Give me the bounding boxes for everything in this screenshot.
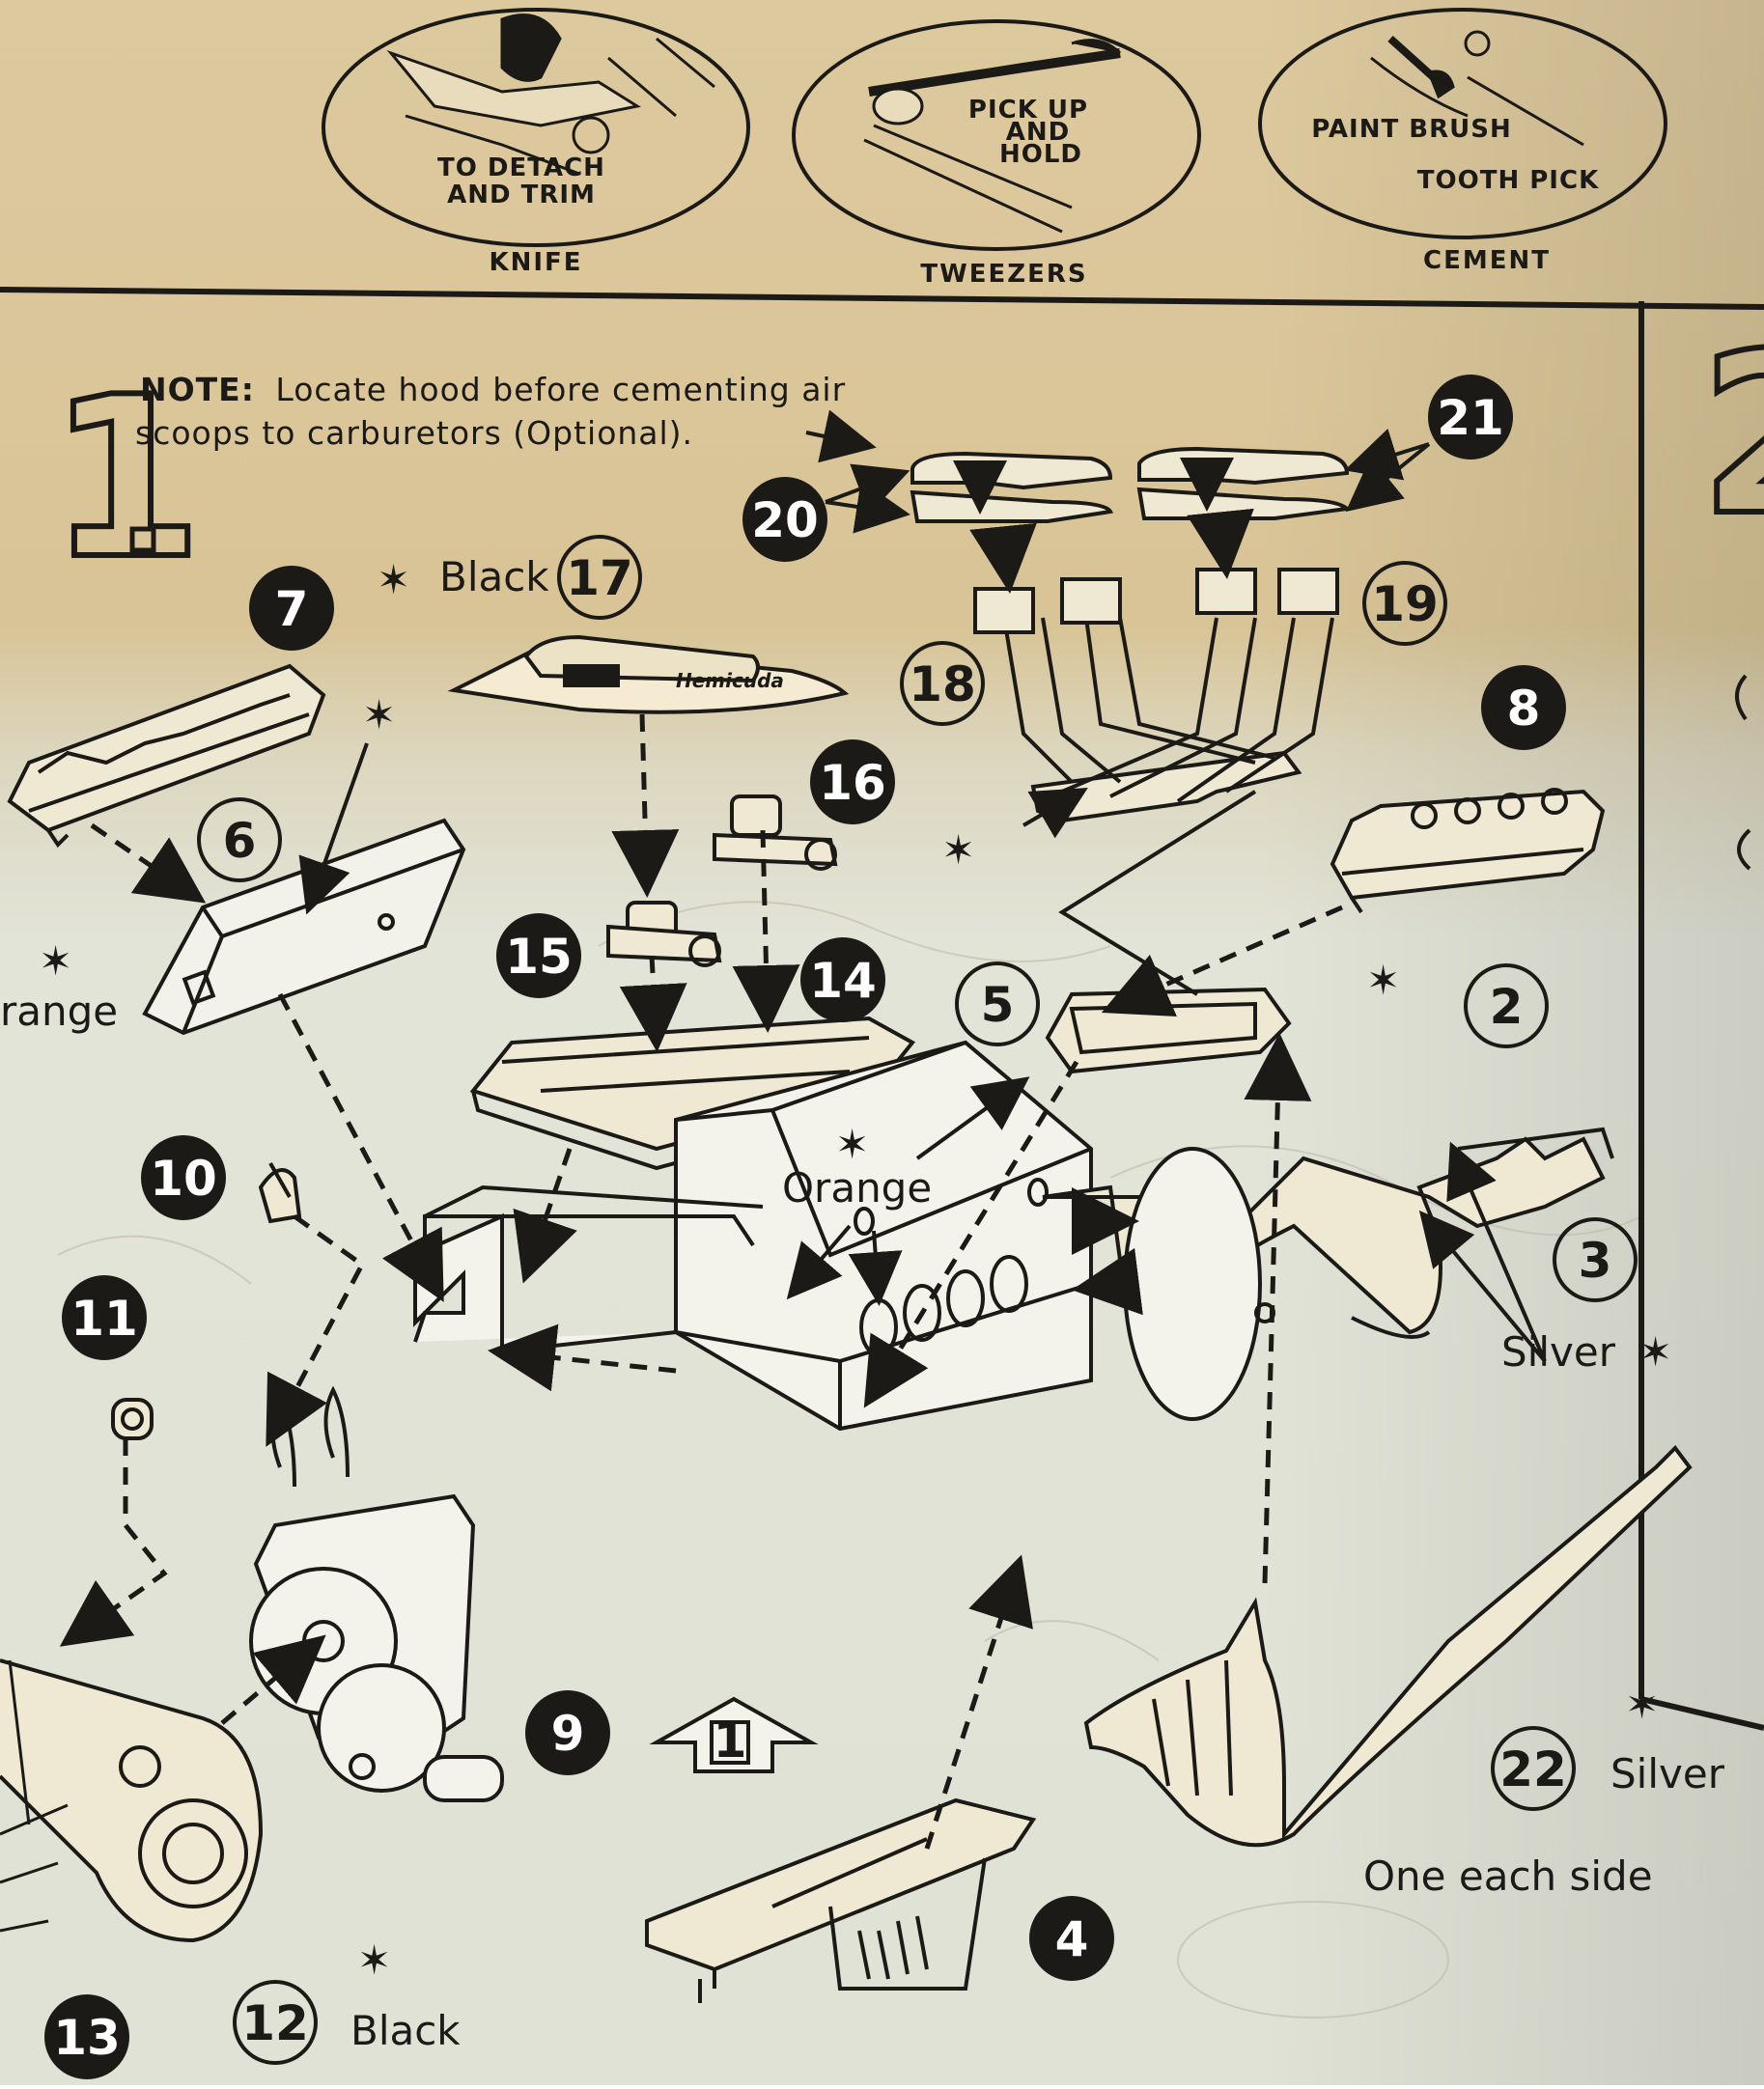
part-7-number: 7 — [275, 581, 309, 637]
tweezers-caption-2: AND — [1006, 118, 1070, 147]
part-10-distributor — [258, 1162, 302, 1224]
star-mark-17: ✶ — [377, 556, 410, 603]
part-15-carburetor — [606, 901, 722, 967]
star-mark-7: ✶ — [362, 691, 396, 738]
part-20-number: 20 — [751, 492, 819, 548]
part-2-number: 2 — [1490, 979, 1524, 1035]
part-8-number: 8 — [1507, 681, 1541, 737]
cement-caption-2: TOOTH PICK — [1417, 166, 1599, 195]
one-each-side-note: One each side — [1363, 1852, 1653, 1900]
tweezers-caption-3: HOLD — [999, 140, 1082, 169]
paint-callouts: ✶ Black ✶ ✶ ✶ range ✶ ✶ Orange Silver ✶ … — [0, 553, 1725, 2054]
knife-tool-oval — [322, 8, 750, 247]
part-21-number: 21 — [1437, 390, 1504, 446]
engine-block — [413, 1040, 1093, 1432]
star-mark-5: ✶ — [835, 1121, 869, 1168]
part-10-number: 10 — [150, 1151, 217, 1207]
star-mark-18: ✶ — [941, 826, 975, 874]
part-16-carburetor — [713, 794, 838, 871]
star-mark-2: ✶ — [1366, 957, 1400, 1004]
star-mark-6: ✶ — [39, 937, 72, 985]
part-15-number: 15 — [505, 929, 573, 985]
part-numbers: 7 8 21 20 16 14 15 10 11 9 4 13 6 17 18 … — [53, 390, 1611, 2066]
part-21-air-scoop — [1136, 446, 1352, 520]
paint-silver-3: Silver — [1501, 1328, 1616, 1376]
part-17-number: 17 — [566, 550, 633, 606]
part-22-exhaust-header — [1083, 1444, 1693, 1848]
part-badges — [44, 375, 1638, 2079]
star-mark-12: ✶ — [357, 1936, 391, 1984]
part-8-valve-cover — [1330, 788, 1606, 914]
paint-orange-6: range — [0, 988, 118, 1035]
part-7-valve-cover — [7, 663, 326, 849]
step2-panel-border — [1638, 301, 1764, 1731]
knife-caption-2: AND TRIM — [447, 181, 596, 209]
note-label: NOTE: — [140, 371, 255, 408]
knife-caption-1: TO DETACH — [437, 153, 605, 182]
step2-fragments — [1735, 674, 1751, 871]
star-mark-3: ✶ — [1638, 1328, 1672, 1376]
part-16-number: 16 — [819, 755, 886, 811]
cement-icon — [1370, 30, 1584, 147]
knife-label: KNIFE — [489, 248, 582, 277]
cement-label: CEMENT — [1423, 246, 1551, 275]
paint-black-17: Black — [439, 553, 549, 600]
step1-number: 1 — [48, 350, 203, 608]
step2-number: 2 — [1699, 307, 1764, 565]
part-11-number: 11 — [70, 1291, 138, 1347]
paint-black-12: Black — [350, 2007, 461, 2054]
tweezers-icon — [863, 39, 1122, 234]
tweezers-tool-oval — [792, 19, 1201, 251]
front-arrow-icon — [649, 1696, 819, 1773]
star-mark-22: ✶ — [1625, 1681, 1659, 1728]
tools-header — [0, 8, 1764, 310]
part-19-number: 19 — [1371, 576, 1439, 632]
bleed-through-lines — [57, 901, 1642, 2019]
tweezers-caption-1: PICK UP — [968, 96, 1088, 125]
paint-silver-22: Silver — [1610, 1750, 1725, 1797]
note-line-2: scoops to carburetors (Optional). — [135, 414, 693, 452]
note-text-1: Locate hood before cementing air — [275, 371, 846, 408]
part-18-number: 18 — [909, 656, 976, 712]
part-11-alternator — [111, 1398, 154, 1440]
part-6-block — [142, 818, 466, 1036]
part-13-number: 13 — [53, 2010, 121, 2066]
part-14-number: 14 — [809, 953, 877, 1009]
part-6-number: 6 — [223, 813, 257, 869]
tools-text: TO DETACH AND TRIM KNIFE PICK UP AND HOL… — [437, 96, 1599, 289]
cement-tool-oval — [1258, 8, 1667, 239]
part-20-air-scoop — [910, 451, 1114, 523]
tweezers-label: TWEEZERS — [920, 260, 1087, 289]
header-divider — [0, 287, 1764, 310]
part-3-number: 3 — [1579, 1233, 1612, 1289]
part-4-number: 4 — [1055, 1911, 1089, 1967]
note-line-1: NOTE: Locate hood before cementing air — [140, 371, 846, 408]
part-4-oil-pan — [645, 1797, 1037, 2003]
part-1-number: 1 — [714, 1713, 747, 1769]
part-12-number: 12 — [241, 1995, 309, 2051]
assembly-guides — [59, 508, 1344, 1850]
part-13-fan-belt — [0, 1658, 264, 1943]
part-9-number: 9 — [551, 1706, 585, 1762]
cement-caption-1: PAINT BRUSH — [1311, 115, 1511, 144]
part-5-number: 5 — [981, 977, 1015, 1033]
paint-orange-5: Orange — [782, 1164, 932, 1212]
knife-icon — [386, 14, 715, 176]
part-17-hood-scoop — [447, 634, 850, 714]
hood-scoop-lettering: Hemicuda — [676, 669, 784, 692]
step1-period — [129, 526, 156, 553]
part-22-number: 22 — [1499, 1741, 1567, 1797]
pointer-lines — [298, 428, 1547, 1363]
